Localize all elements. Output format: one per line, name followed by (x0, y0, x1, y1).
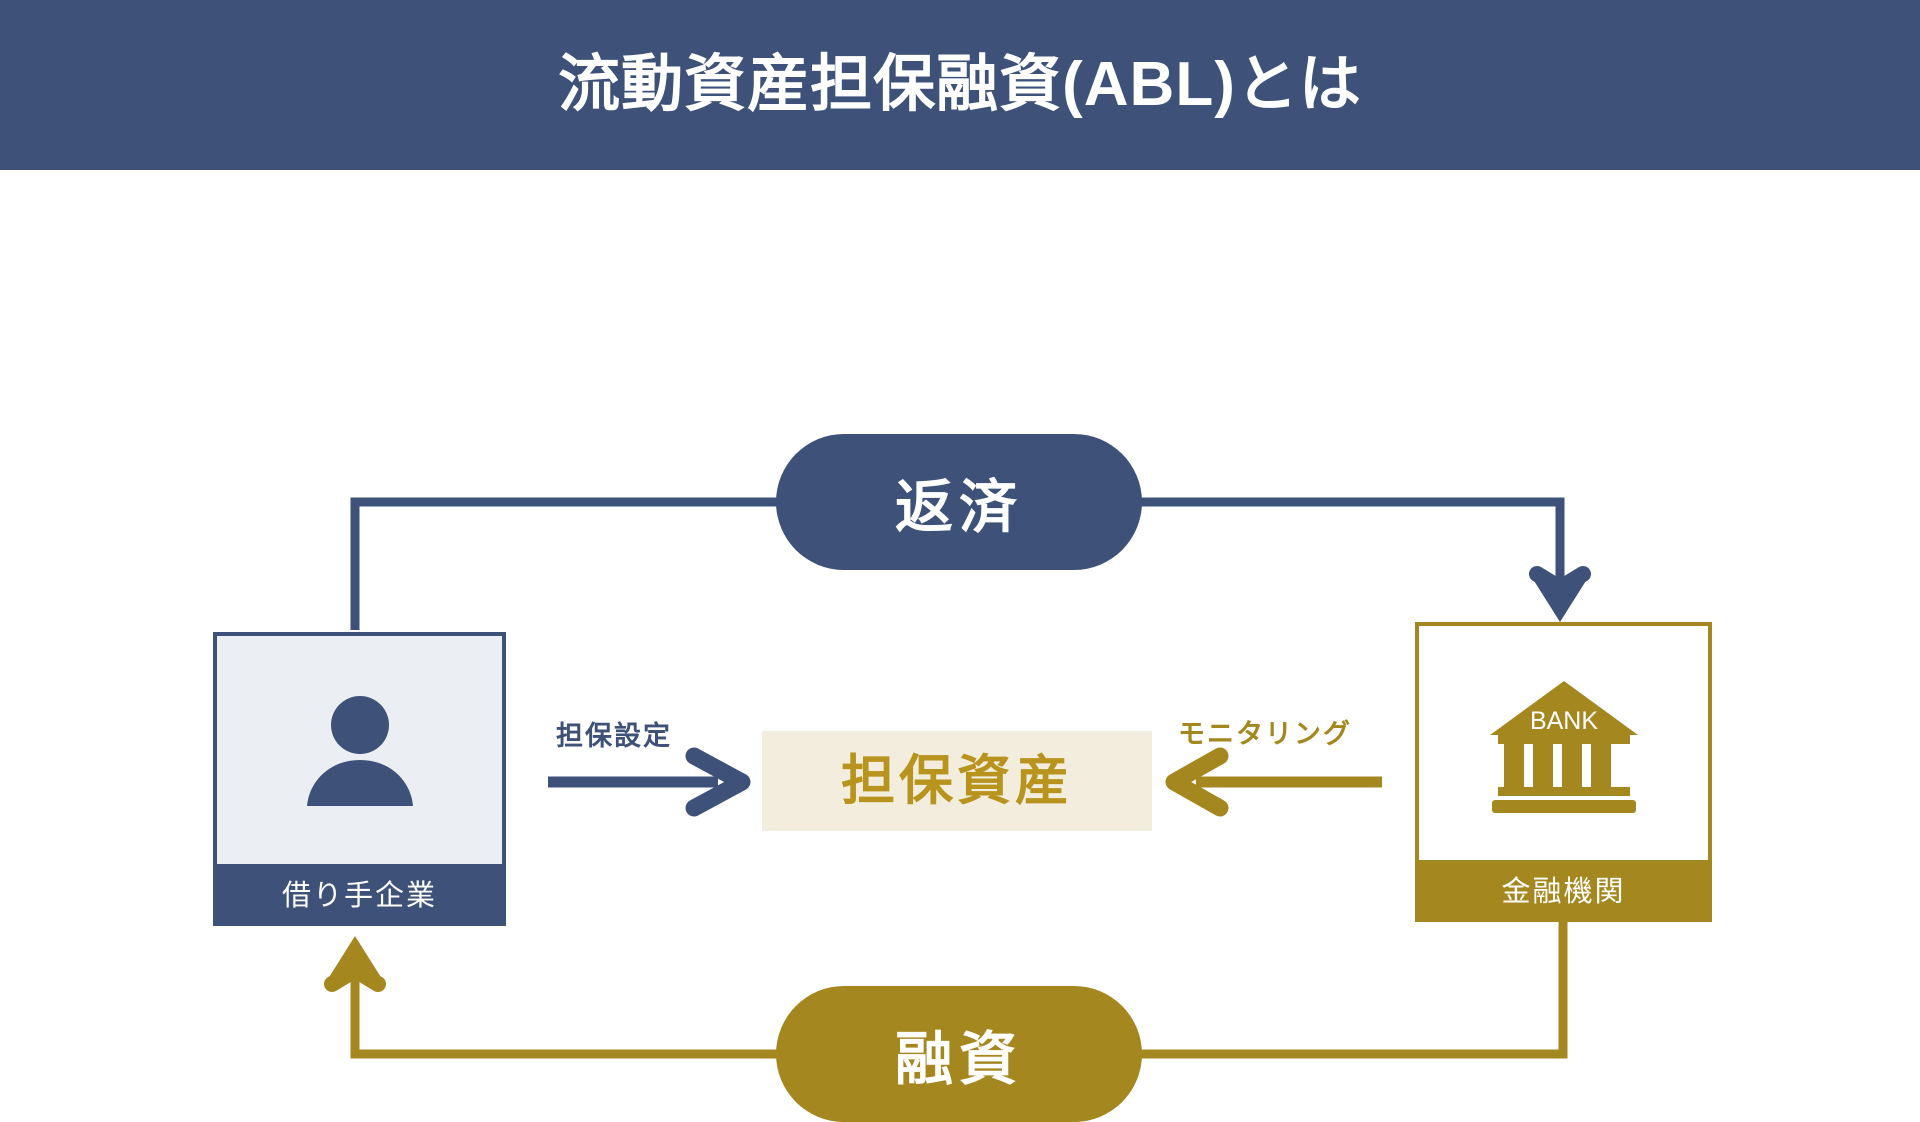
collateral-setting-arrow (548, 747, 751, 817)
header-bar: 流動資産担保融資(ABL)とは (0, 0, 1920, 170)
borrower-art (217, 636, 502, 864)
bank-art: BANK (1419, 626, 1708, 860)
capsule-loan[interactable]: 融資 (776, 986, 1142, 1122)
financial-institution-caption: 金融機関 (1419, 860, 1708, 918)
person-icon (306, 696, 413, 806)
monitoring-arrow (1165, 747, 1382, 817)
entity-borrower[interactable]: 借り手企業 (213, 632, 506, 926)
page-title: 流動資産担保融資(ABL)とは (558, 50, 1362, 119)
repayment-connector (350, 497, 1591, 630)
capsule-loan-label: 融資 (894, 1027, 1023, 1092)
borrower-caption: 借り手企業 (217, 864, 502, 922)
collateral-asset-node[interactable]: 担保資産 (762, 731, 1152, 831)
capsule-repayment-label: 返済 (894, 475, 1023, 540)
bank-building-icon: BANK (1489, 681, 1638, 813)
entity-financial-institution[interactable]: BANK 金融機関 (1415, 622, 1712, 922)
abl-flow-diagram: 借り手企業 BANK 金融機関 返済 (0, 170, 1920, 1122)
monitoring-label: モニタリング (1178, 719, 1352, 749)
collateral-asset-label: 担保資産 (841, 751, 1073, 811)
capsule-repayment[interactable]: 返済 (776, 434, 1142, 570)
bank-icon-label: BANK (1529, 707, 1597, 735)
collateral-setting-label: 担保設定 (556, 721, 672, 751)
